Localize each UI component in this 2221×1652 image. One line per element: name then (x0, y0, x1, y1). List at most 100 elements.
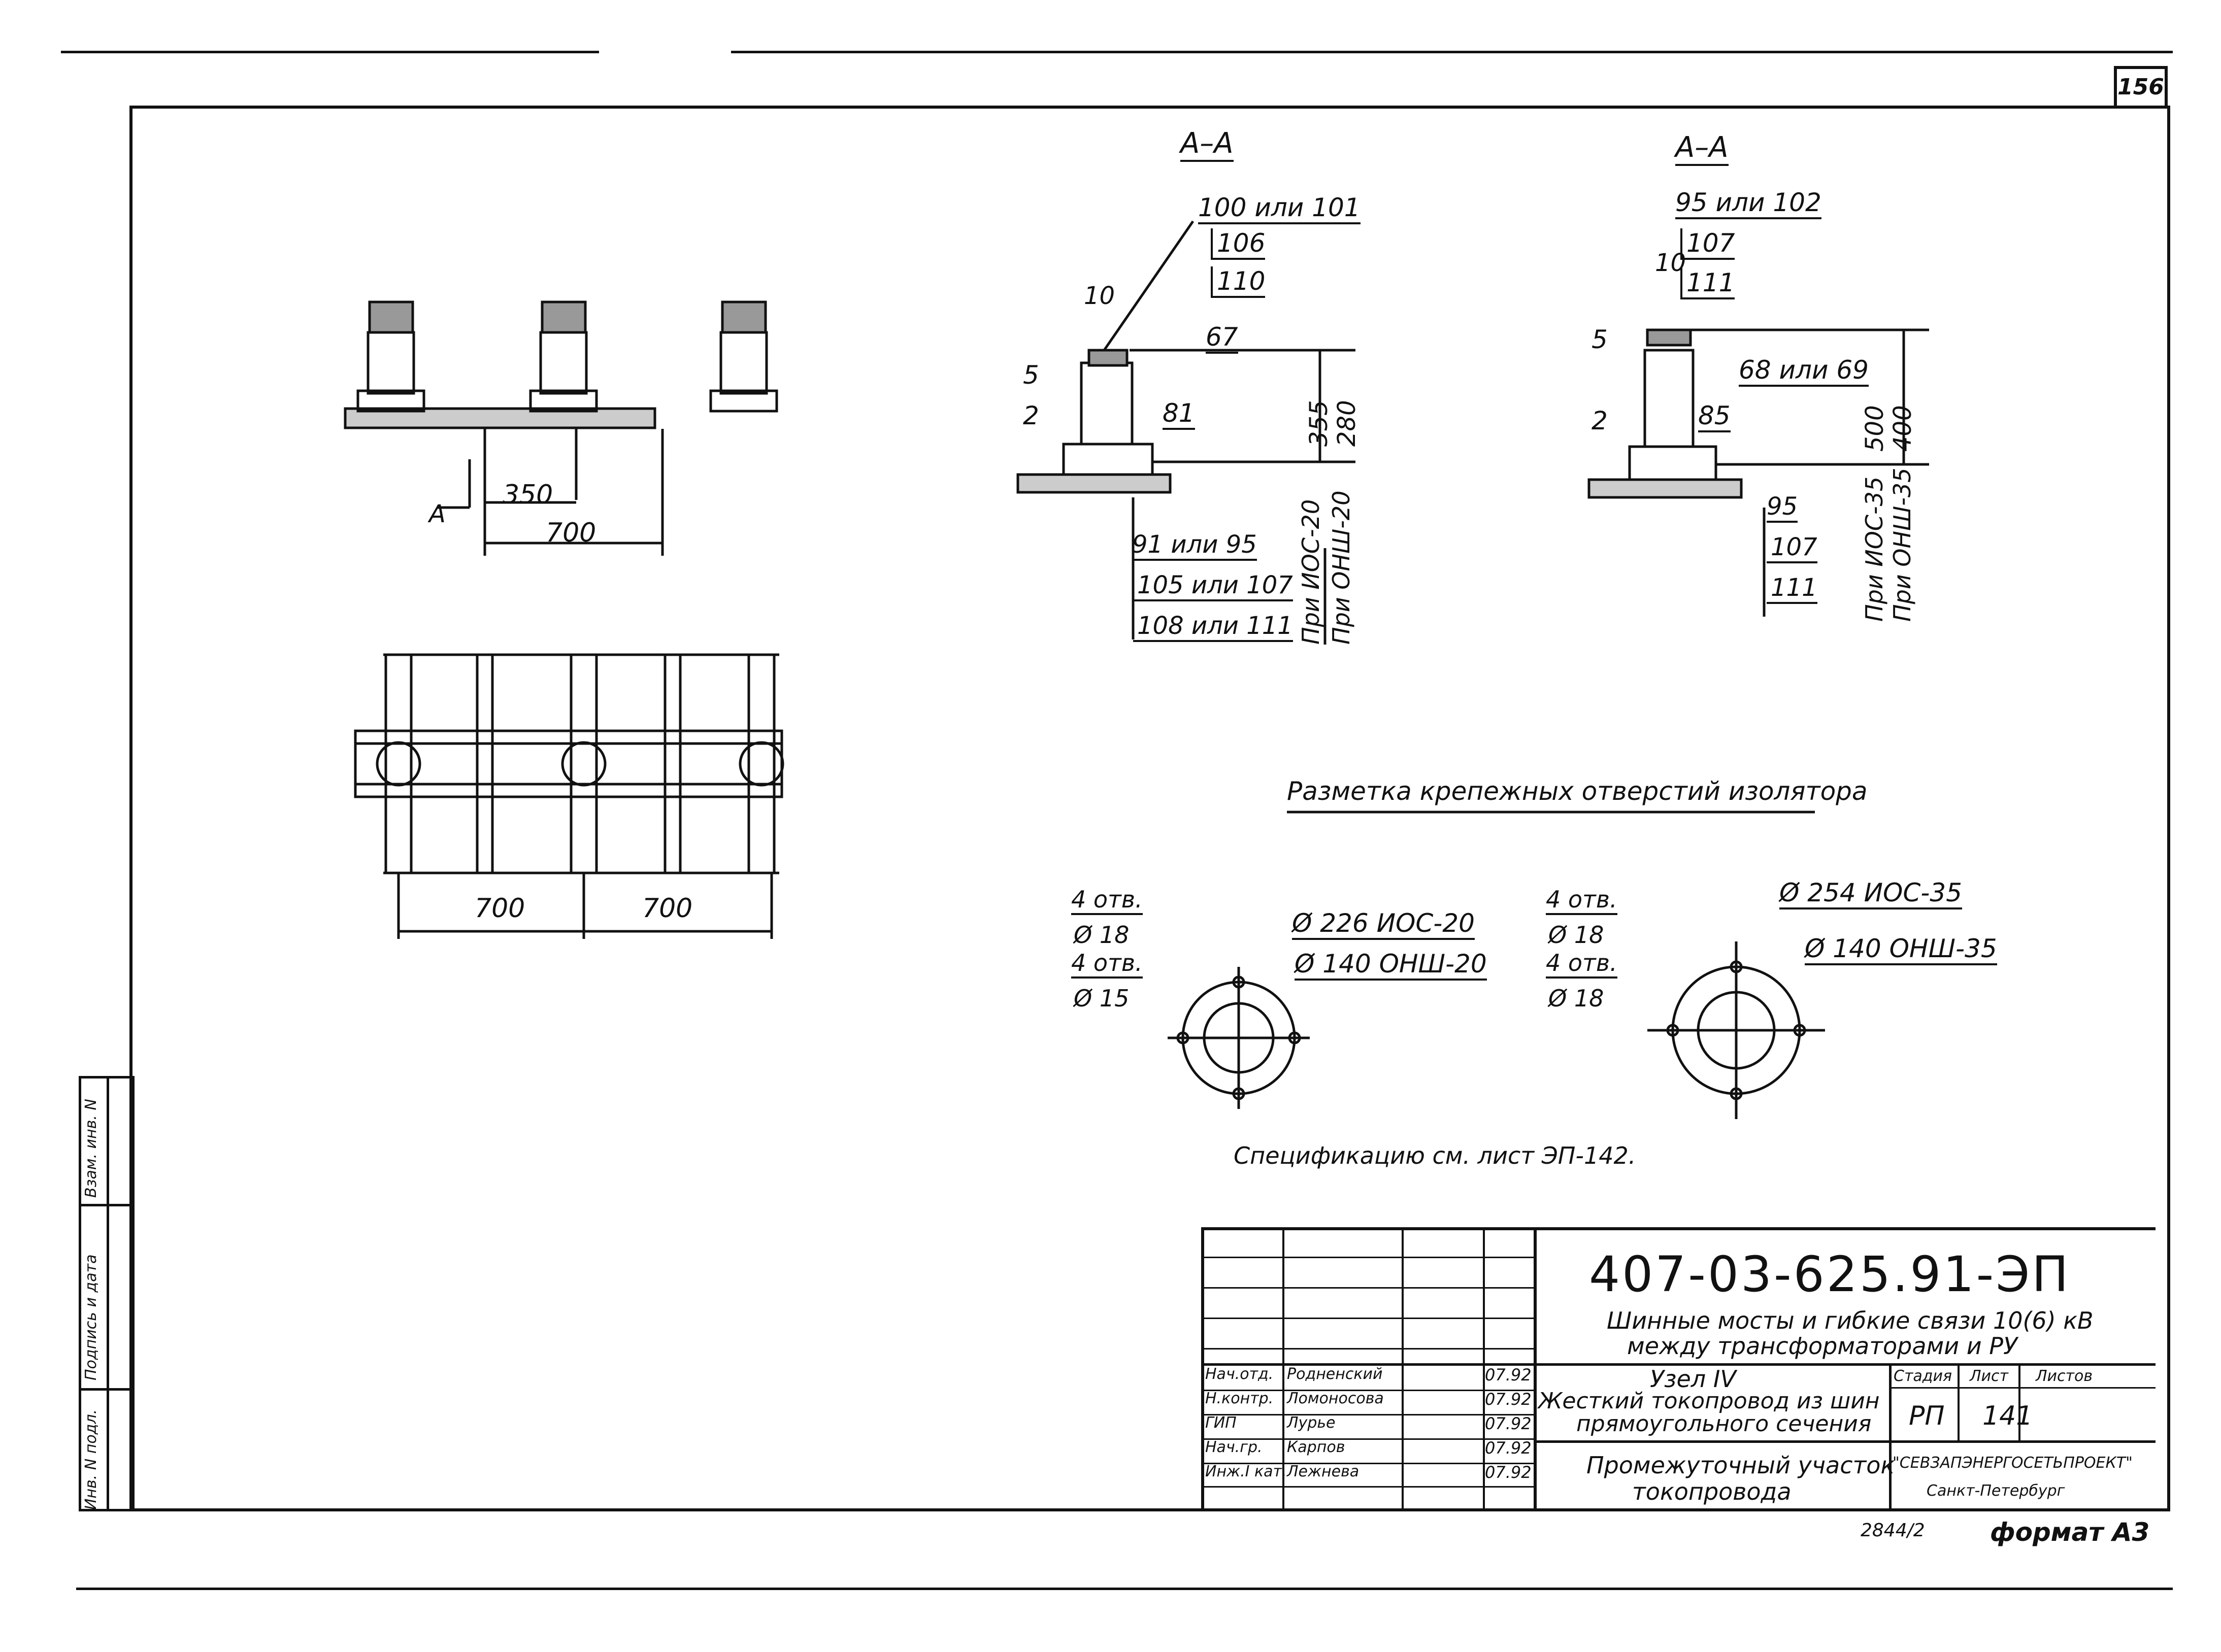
hl-circle-1: Ø 226 ИОС-20 (1292, 908, 1475, 940)
section-title-left: А–А (1180, 127, 1234, 162)
ls-pos-5: 5 (1023, 360, 1039, 390)
rs-callout-top-3: 111 (1680, 268, 1735, 299)
holes-title: Разметка крепежных отверстий изолятора (1287, 777, 1868, 806)
ls-note-onsh: При ОНШ-20 (1328, 490, 1355, 645)
title-block (1201, 1227, 2156, 1511)
signer-name: Лежнева (1287, 1463, 1360, 1480)
stage-header: Стадия (1894, 1367, 1952, 1385)
inventory-number: 2844/2 (1861, 1520, 1925, 1541)
rs-callout-top: 95 или 102 (1675, 188, 1821, 219)
node-desc-1: Жесткий токопровод из шин (1538, 1388, 1880, 1414)
hr-holes-b: 4 отв. (1546, 949, 1617, 979)
node-title: Узел IV (1650, 1365, 1736, 1393)
signer-name: Ломоносова (1287, 1390, 1384, 1407)
hl-holes-a: 4 отв. (1071, 886, 1143, 915)
plan-view (354, 653, 784, 939)
dim-700-plan-b: 700 (642, 893, 693, 924)
ls-dim-355: 355 (1305, 400, 1333, 447)
hr-dia-a: Ø 18 (1548, 921, 1604, 949)
signer-role: Инж.I кат. (1205, 1463, 1287, 1480)
org-name: "СЕВЗАПЭНЕРГОСЕТЬПРОЕКТ" (1893, 1454, 2133, 1472)
hl-dia-b: Ø 15 (1074, 985, 1130, 1012)
sheet-number: 156 (2114, 66, 2168, 106)
left-stamp-sign: Подпись и дата (82, 1254, 100, 1381)
signer-role: Н.контр. (1205, 1390, 1274, 1407)
ls-pos-10: 10 (1084, 282, 1115, 310)
rs-callout-bot: 95 (1767, 492, 1798, 523)
signer-name: Лурье (1287, 1414, 1336, 1432)
rs-pos-85: 85 (1698, 401, 1731, 432)
rs-pos-2: 2 (1592, 406, 1608, 435)
front-view (344, 300, 778, 556)
paper-format: формат А3 (1990, 1518, 2150, 1547)
sheet-desc-1: Промежуточный участок (1586, 1452, 1895, 1479)
ls-callout-top-3: 110 (1211, 266, 1266, 298)
drawing-frame (129, 106, 2170, 1511)
rs-callout-bot-2: 107 (1767, 533, 1817, 563)
hl-circle-2: Ø 140 ОНШ-20 (1295, 949, 1487, 981)
doc-code: 407-03-625.91-ЭП (1589, 1246, 2071, 1303)
signer-name: Родненский (1287, 1365, 1383, 1383)
stage-value: РП (1909, 1401, 1945, 1431)
left-stamp (79, 1076, 135, 1511)
left-stamp-replace: Взам. инв. N (82, 1099, 100, 1198)
ls-callout-bot-3: 108 или 111 (1133, 612, 1293, 642)
dim-700-plan-a: 700 (475, 893, 525, 924)
org-city: Санкт-Петербург (1927, 1482, 2065, 1500)
project-line-2: между трансформаторами и РУ (1627, 1332, 2018, 1360)
signer-role: ГИП (1205, 1414, 1237, 1432)
rs-pos-68: 68 или 69 (1739, 355, 1869, 387)
holes-right (1647, 941, 1825, 1119)
signer-date: 07.92 (1485, 1438, 1532, 1458)
dim-700-front: 700 (546, 518, 596, 548)
top-rule-left (61, 51, 599, 53)
left-section-view (1016, 220, 1355, 645)
rs-pos-5: 5 (1592, 325, 1608, 354)
signer-date: 07.92 (1485, 1390, 1532, 1409)
spec-note: Спецификацию см. лист ЭП-142. (1234, 1142, 1636, 1169)
signer-role: Нач.гр. (1205, 1438, 1263, 1456)
sheet-header: Лист (1970, 1367, 2009, 1385)
rs-dim-500: 500 (1861, 405, 1889, 452)
bottom-rule (76, 1588, 2173, 1590)
ls-dim-280: 280 (1333, 400, 1361, 447)
ls-callout-top-2: 106 (1211, 228, 1266, 260)
ls-pos-81: 81 (1163, 398, 1195, 430)
top-rule-right (731, 51, 2173, 53)
hr-circle-1: Ø 254 ИОС-35 (1779, 878, 1962, 909)
rs-pos-10: 10 (1655, 249, 1686, 277)
project-line-1: Шинные мосты и гибкие связи 10(6) кВ (1607, 1307, 2094, 1334)
sheet-value: 141 (1982, 1401, 2033, 1431)
sheet-desc-2: токопровода (1632, 1478, 1792, 1505)
ls-callout-bot-2: 105 или 107 (1133, 571, 1293, 601)
ls-note-ios: При ИОС-20 (1297, 499, 1324, 645)
left-stamp-inv: Инв. N подл. (82, 1409, 100, 1510)
signer-date: 07.92 (1485, 1463, 1532, 1482)
node-desc-2: прямоугольного сечения (1576, 1411, 1872, 1437)
hr-dia-b: Ø 18 (1548, 985, 1604, 1012)
signer-role: Нач.отд. (1205, 1365, 1274, 1383)
section-title-right: А–А (1675, 131, 1729, 166)
section-mark: А (429, 500, 446, 528)
signer-date: 07.92 (1485, 1414, 1532, 1433)
rs-dim-400: 400 (1888, 405, 1917, 452)
rs-note-ios: При ИОС-35 (1861, 476, 1888, 622)
rs-note-onsh: При ОНШ-35 (1888, 467, 1916, 622)
hl-holes-b: 4 отв. (1071, 949, 1143, 979)
rs-callout-top-2: 107 (1680, 228, 1735, 260)
ls-callout-bot: 91 или 95 (1132, 530, 1257, 561)
signer-name: Карпов (1287, 1438, 1345, 1456)
dim-350: 350 (503, 480, 553, 510)
hr-holes-a: 4 отв. (1546, 886, 1617, 915)
ls-callout-top: 100 или 101 (1198, 193, 1361, 224)
ls-pos-67: 67 (1206, 322, 1238, 354)
hl-dia-a: Ø 18 (1074, 921, 1130, 949)
sheets-header: Листов (2036, 1367, 2093, 1385)
ls-pos-2: 2 (1023, 401, 1039, 430)
right-section-view (1587, 328, 1929, 617)
signer-date: 07.92 (1485, 1365, 1532, 1385)
hr-circle-2: Ø 140 ОНШ-35 (1805, 934, 1997, 965)
holes-left (1168, 967, 1310, 1109)
rs-callout-bot-3: 111 (1767, 574, 1817, 604)
